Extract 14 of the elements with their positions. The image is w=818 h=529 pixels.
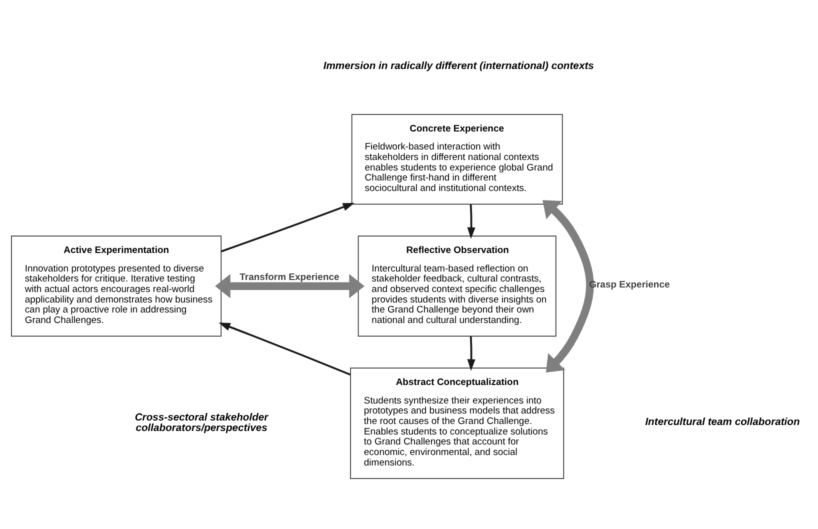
node-box: Reflective Observation Intercultural team-based reflection on stakeholder feedback, cultural contrasts, and observed context specific challenges provides students with diverse insights on the Grand Challenge beyond their own national and cultural understanding. [358, 235, 556, 336]
arrow [467, 204, 476, 238]
arrow [215, 274, 364, 298]
arrow [467, 336, 476, 370]
node-box: Abstract Conceptualization Students synthesize their experiences into prototypes and business models that address the root causes of the Grand Challenge. Enables students to conceptualize solutions to Grand Challenges that account for economic, environmental, and social dimensions. [350, 367, 564, 478]
arrow [218, 322, 351, 375]
label: Intercultural team collaboration [645, 416, 800, 428]
label: Immersion in radically different (international) contexts [323, 60, 594, 72]
arrow [542, 200, 594, 372]
node-box: Active Experimentation Innovation prototypes presented to diverse stakeholders for critique. Iterative testing with actual actors encourages real-world applicability and demonstrates how business can play a proactive role in addressing Grand Challenges. [11, 235, 222, 336]
arrow [220, 202, 354, 252]
edge-label: Transform Experience [240, 271, 340, 282]
label: Cross-sectoral stakeholder collaborators/perspectives [134, 412, 268, 434]
node-box: Concrete Experience Fieldwork-based interaction with stakeholders in different national contexts enables students to experience global Grand Challenge first-hand in different sociocultural and institutional contexts. [351, 114, 563, 204]
